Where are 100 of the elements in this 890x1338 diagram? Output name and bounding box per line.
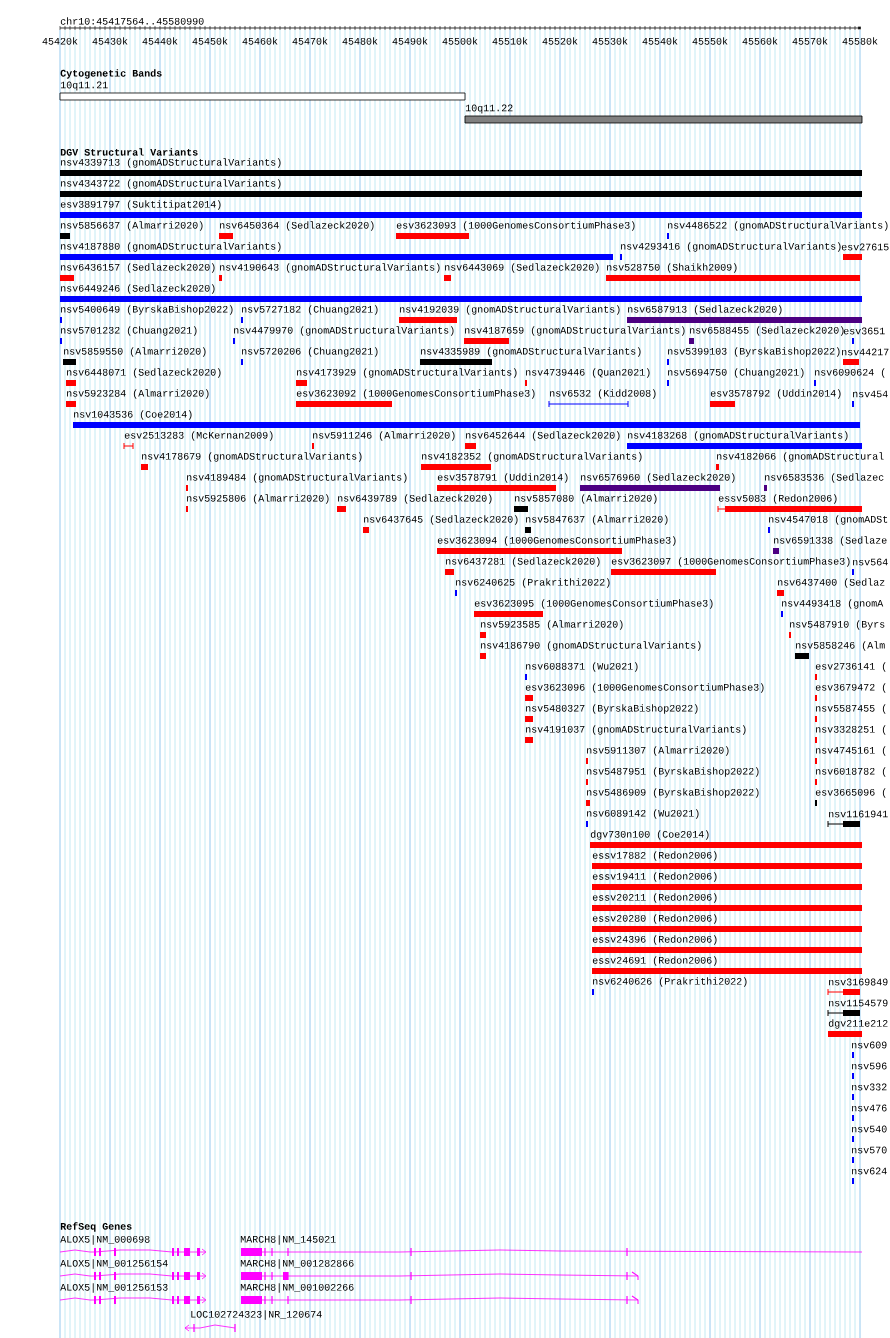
ruler-tick-label: 45560k	[742, 37, 778, 45]
variant-label: nsv6591338 (Sedlaze	[774, 536, 887, 546]
variant-label: nsv3169849	[829, 978, 888, 986]
variant-label: essv24396 (Redon2006)	[592, 935, 717, 945]
ruler-tick-label: 45440k	[142, 37, 178, 45]
variant-label: nsv5858246 (Alm	[796, 641, 885, 651]
variant-label: esv3623097 (1000GenomesConsortiumPhase3)	[611, 557, 850, 567]
gene-label: ALOX5|NM_000698	[60, 1235, 150, 1245]
variant-label: nsv5701232 (Chuang2021)	[61, 326, 197, 336]
ruler-tick-label: 45470k	[292, 37, 328, 45]
variant-label: nsv5487951 (ByrskaBishop2022)	[587, 767, 759, 777]
variant-label: nsv1154579	[829, 999, 888, 1007]
track-title: RefSeq Genes	[60, 1222, 132, 1232]
variant-label: nsv540	[852, 1125, 887, 1133]
variant-label: nsv5857080 (Almarri2020)	[515, 494, 657, 504]
variant-label: nsv4187880 (gnomADStructuralVariants)	[61, 242, 281, 252]
variant-label: nsv6576960 (Sedlazeck2020)	[581, 473, 735, 483]
variant-label: nsv4745161 (	[816, 746, 886, 756]
variant-label: nsv6588455 (Sedlazeck2020)	[690, 326, 844, 336]
variant-label: nsv3328251 (	[816, 725, 886, 735]
variant-label: nsv6439789 (Sedlazeck2020)	[338, 494, 492, 504]
variant-label: esv2736141 (	[815, 662, 886, 672]
track-title: DGV Structural Variants	[60, 148, 198, 156]
variant-label: essv19411 (Redon2006)	[592, 872, 717, 882]
ruler-tick-label: 45580k	[842, 37, 878, 45]
variant-label: nsv5859550 (Almarri2020)	[64, 347, 206, 357]
variant-label: nsv6436157 (Sedlazeck2020)	[61, 263, 215, 273]
variant-label: nsv4186790 (gnomADStructuralVariants)	[481, 641, 701, 651]
variant-label: nsv332	[852, 1083, 887, 1091]
variant-label: nsv5400649 (ByrskaBishop2022)	[61, 305, 233, 315]
variant-label: nsv4187659 (gnomADStructuralVariants)	[465, 326, 685, 336]
ruler-tick-label: 45450k	[192, 37, 228, 45]
variant-label: essv5083 (Redon2006)	[718, 494, 837, 504]
variant-label: nsv5480327 (ByrskaBishop2022)	[526, 704, 698, 714]
ruler-tick-label: 45550k	[692, 37, 728, 45]
variant-label: nsv4191037 (gnomADStructuralVariants)	[526, 725, 746, 735]
variant-label: nsv5923284 (Almarri2020)	[67, 389, 209, 399]
variant-label: esv3665096 (	[815, 788, 886, 798]
variant-label: nsv6437400 (Sedlaz	[778, 578, 885, 588]
variant-label: nsv624	[852, 1167, 887, 1175]
variant-label: nsv4182066 (gnomADStructural	[717, 452, 884, 462]
gene-label: ALOX5|NM_001256154	[60, 1259, 168, 1269]
variant-label: esv2513283 (McKernan2009)	[124, 431, 273, 441]
ruler-tick-label: 45490k	[392, 37, 428, 45]
variant-label: nsv6583536 (Sedlazec	[765, 473, 884, 483]
variant-label: nsv6088371 (Wu2021)	[526, 662, 638, 672]
ruler-tick-label: 45510k	[492, 37, 528, 45]
variant-label: nsv5727182 (Chuang2021)	[242, 305, 378, 315]
variant-label: nsv5694750 (Chuang2021)	[668, 368, 804, 378]
track-title: Cytogenetic Bands	[60, 69, 162, 79]
variant-label: nsv4486522 (gnomADStructuralVariants)	[668, 221, 888, 231]
variant-label: nsv4190643 (gnomADStructuralVariants)	[220, 263, 440, 273]
variant-label: esv3623096 (1000GenomesConsortiumPhase3)	[525, 683, 764, 693]
variant-label: essv20280 (Redon2006)	[592, 914, 717, 924]
gene-label: ALOX5|NM_001256153	[60, 1283, 168, 1293]
gene-label: MARCH8|NM_001282866	[240, 1259, 354, 1269]
variant-label: nsv6240626 (Prakrithi2022)	[593, 977, 747, 987]
variant-label: essv17882 (Redon2006)	[592, 851, 717, 861]
variant-label: nsv5487910 (Byrs	[790, 620, 885, 630]
variant-label: nsv6532 (Kidd2008)	[550, 389, 656, 399]
variant-label: nsv5587455 (	[816, 704, 886, 714]
variant-label: esv3891797 (Suktitipat2014)	[60, 200, 221, 210]
variant-label: nsv4479970 (gnomADStructuralVariants)	[234, 326, 454, 336]
ruler-tick-label: 45460k	[242, 37, 278, 45]
variant-label: nsv4293416 (gnomADStructuralVariants)	[621, 242, 841, 252]
gene-label: MARCH8|NM_145021	[240, 1235, 336, 1245]
variant-label: esv27615	[841, 243, 889, 251]
variant-label: nsv4343722 (gnomADStructuralVariants)	[61, 179, 281, 189]
variant-label: nsv4183268 (gnomADStructuralVariants)	[628, 431, 848, 441]
variant-label: nsv570	[852, 1146, 887, 1154]
variant-label: nsv5720206 (Chuang2021)	[242, 347, 378, 357]
variant-label: esv3679472 (	[815, 683, 886, 693]
variant-label: esv3578792 (Uddin2014)	[710, 389, 841, 399]
variant-label: nsv6240625 (Prakrithi2022)	[456, 578, 610, 588]
coordinate-label: chr10:45417564..45580990	[60, 17, 204, 25]
variant-label: nsv4189484 (gnomADStructuralVariants)	[187, 473, 407, 483]
gene-label: LOC102724323|NR_120674	[191, 1310, 322, 1320]
ruler-tick-label: 45520k	[542, 37, 578, 45]
variant-label: nsv5486909 (ByrskaBishop2022)	[587, 788, 759, 798]
gene-label: MARCH8|NM_001002266	[240, 1283, 354, 1293]
ruler-tick-label: 45420k	[42, 37, 78, 45]
variant-label: nsv6437645 (Sedlazeck2020)	[364, 515, 518, 525]
variant-label: nsv528750 (Shaikh2009)	[607, 263, 737, 273]
variant-label: nsv4739446 (Quan2021)	[526, 368, 650, 378]
variant-label: nsv6450364 (Sedlazeck2020)	[220, 221, 374, 231]
variant-label: nsv4493418 (gnomA	[782, 599, 884, 609]
ruler-tick-label: 45530k	[592, 37, 628, 45]
ruler-tick-label: 45500k	[442, 37, 478, 45]
variant-label: nsv5847637 (Almarri2020)	[526, 515, 668, 525]
variant-label: nsv5911246 (Almarri2020)	[313, 431, 455, 441]
variant-label: nsv609	[852, 1041, 887, 1049]
variant-label: dgv211e212	[828, 1019, 888, 1029]
variant-label: esv3578791 (Uddin2014)	[437, 473, 568, 483]
variant-label: nsv6443069 (Sedlazeck2020)	[445, 263, 599, 273]
band-label: 10q11.22	[465, 104, 513, 114]
variant-label: nsv4182352 (gnomADStructuralVariants)	[422, 452, 642, 462]
variant-label: nsv6587913 (Sedlazeck2020)	[628, 305, 782, 315]
variant-label: essv20211 (Redon2006)	[592, 893, 717, 903]
band-label: 10q11.21	[60, 81, 108, 91]
variant-label: nsv5923585 (Almarri2020)	[481, 620, 623, 630]
